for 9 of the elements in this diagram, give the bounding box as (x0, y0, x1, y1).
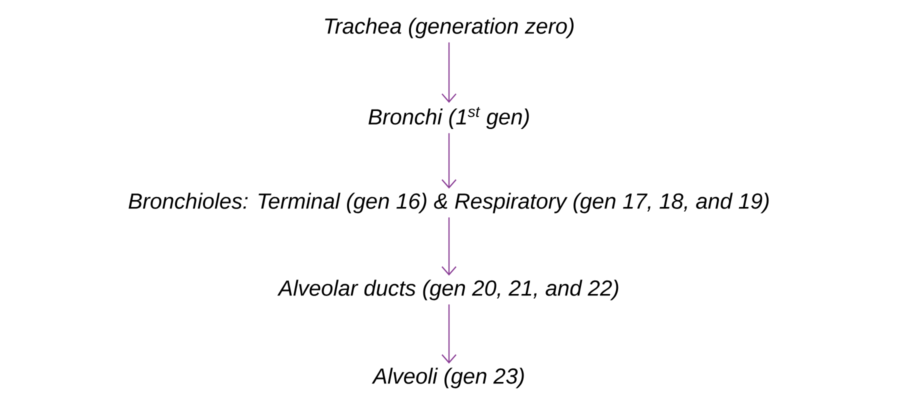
arrow (442, 133, 456, 189)
arrow (442, 217, 456, 276)
stage-label: Bronchi (1$^{st}$ gen) (368, 107, 529, 129)
arrow (442, 304, 456, 364)
stage-label: Trachea (generation zero) (325, 18, 574, 38)
stage-label: Alveolar ducts (gen 20, 21, and 22) (277, 280, 618, 300)
stage-label: Bronchioles: Terminal (gen 16) & Respiratory (gen 17, 18, and 19) (128, 192, 769, 214)
arrow (442, 42, 456, 103)
stage-label: Alveoli (gen 23) (372, 368, 524, 388)
